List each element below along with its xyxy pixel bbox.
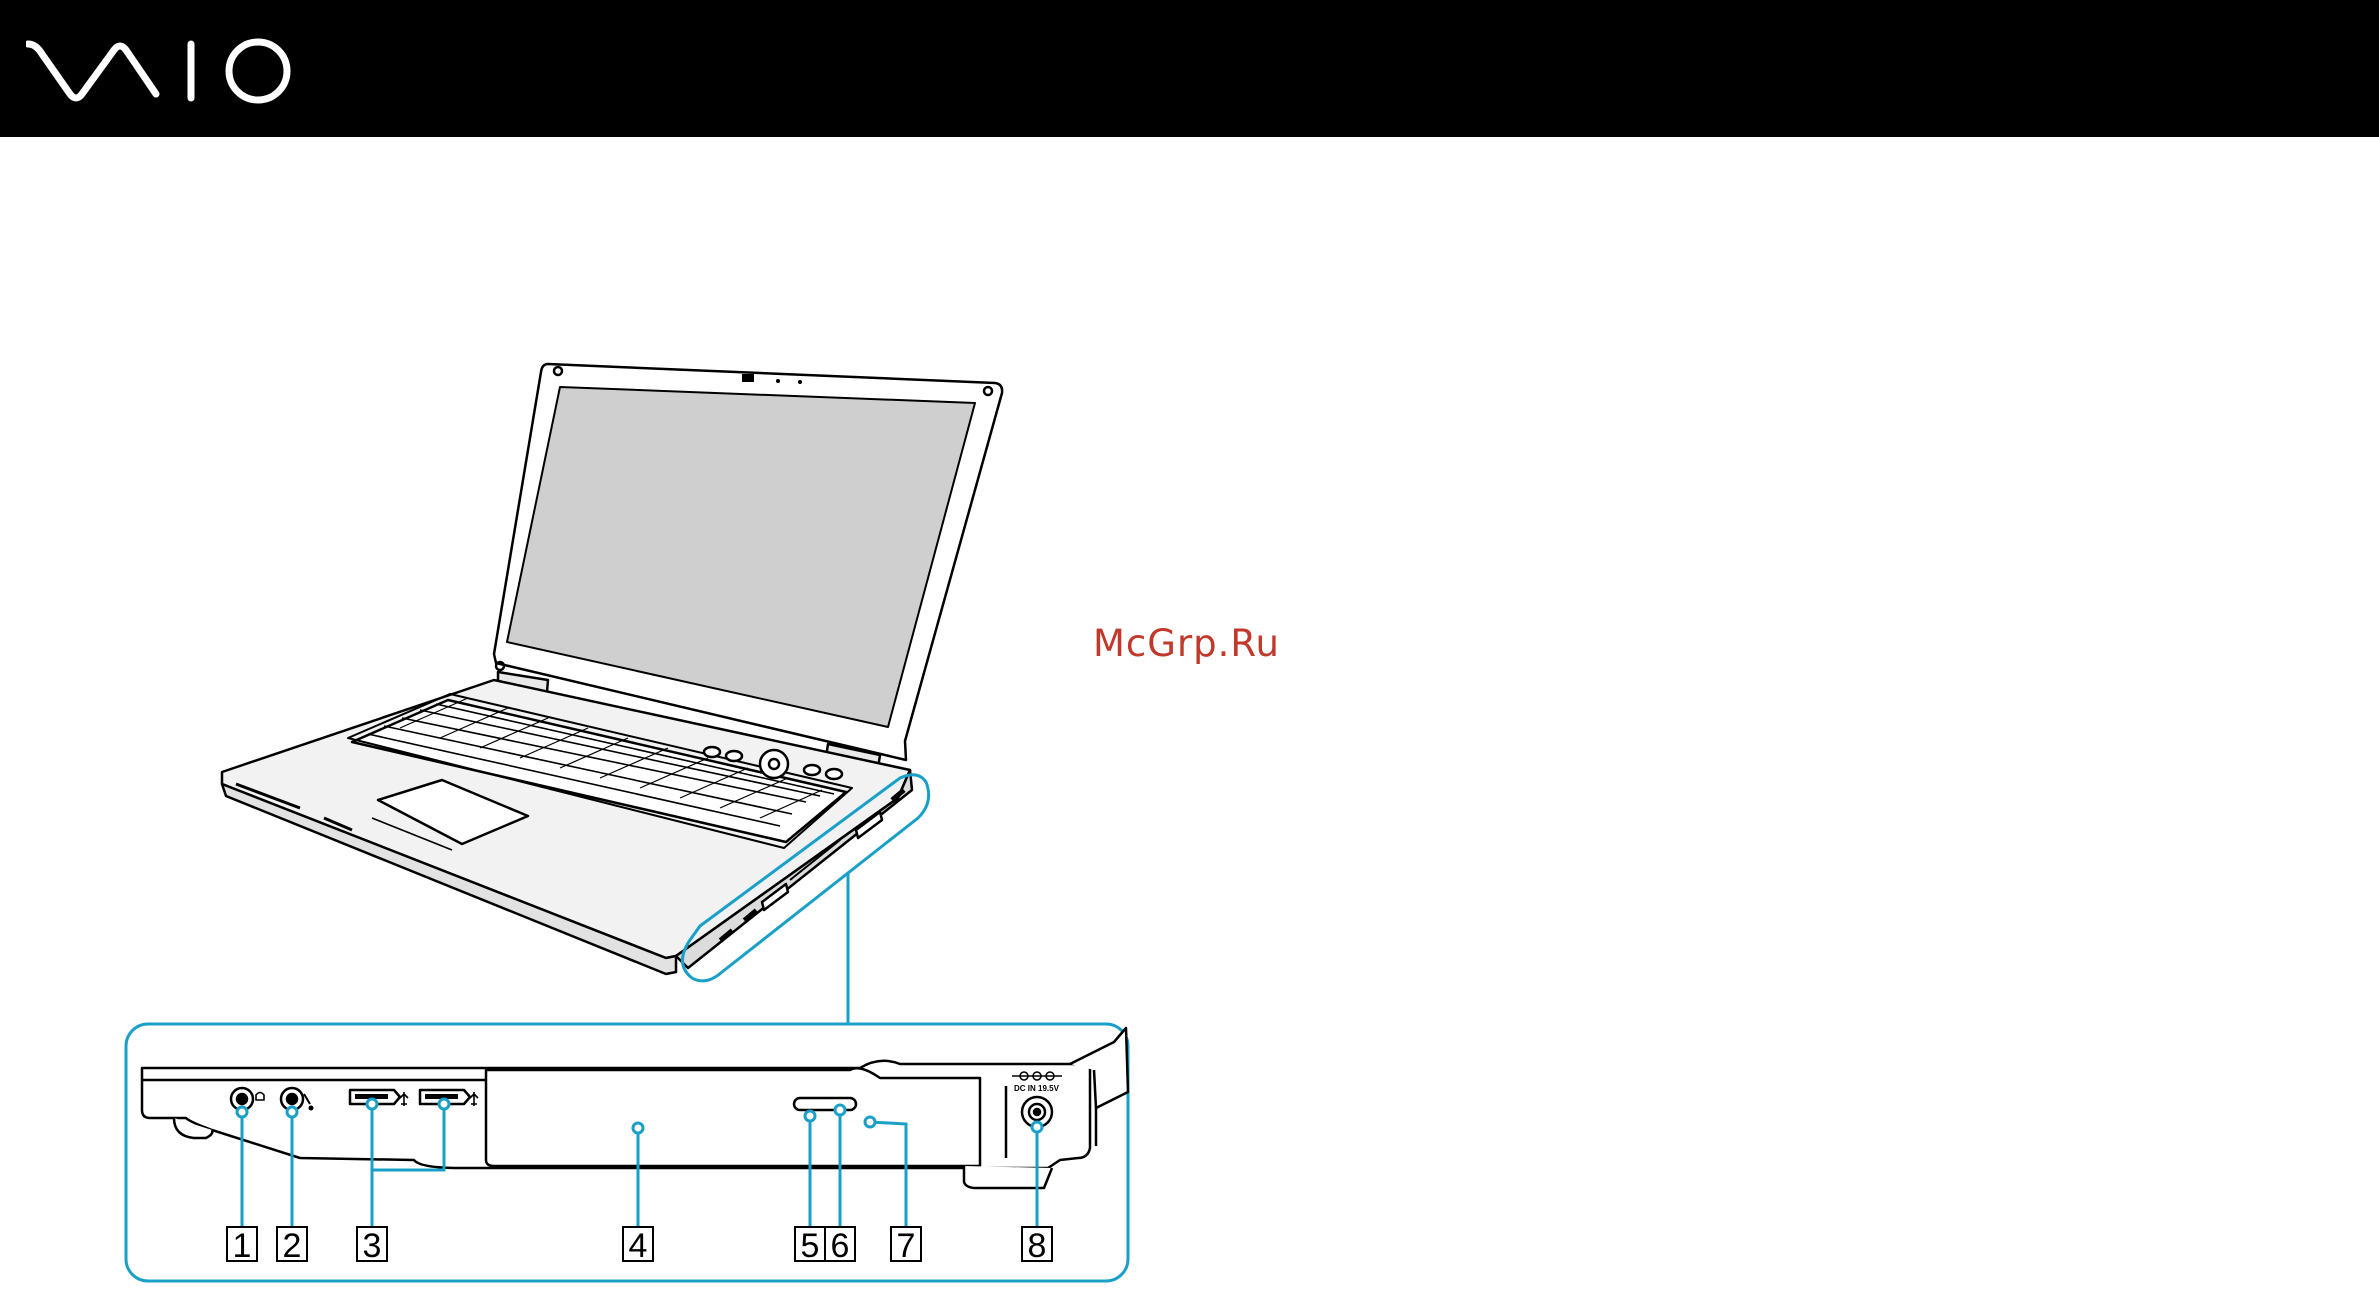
dc-in-label: DC IN 19.5V xyxy=(1014,1084,1060,1093)
watermark-text: McGrp.Ru xyxy=(1093,622,1280,665)
callout-1-label: 1 xyxy=(233,1227,252,1265)
callout-1: 1 xyxy=(227,1227,257,1265)
callout-2-label: 2 xyxy=(283,1227,302,1265)
callout-2: 2 xyxy=(277,1227,307,1265)
callout-5-label: 5 xyxy=(801,1227,820,1265)
callout-7-label: 7 xyxy=(897,1227,916,1265)
callout-8: 8 xyxy=(1022,1227,1052,1265)
callout-5: 5 xyxy=(795,1227,825,1265)
callout-3-label: 3 xyxy=(363,1227,382,1265)
callout-7: 7 xyxy=(891,1227,921,1265)
callout-4-label: 4 xyxy=(629,1227,648,1265)
callout-6-label: 6 xyxy=(831,1227,850,1265)
callout-3: 3 xyxy=(357,1227,387,1265)
laptop-drawing xyxy=(222,364,1002,974)
callout-6: 6 xyxy=(825,1227,855,1265)
callout-4: 4 xyxy=(623,1227,653,1265)
callout-8-label: 8 xyxy=(1028,1227,1047,1265)
